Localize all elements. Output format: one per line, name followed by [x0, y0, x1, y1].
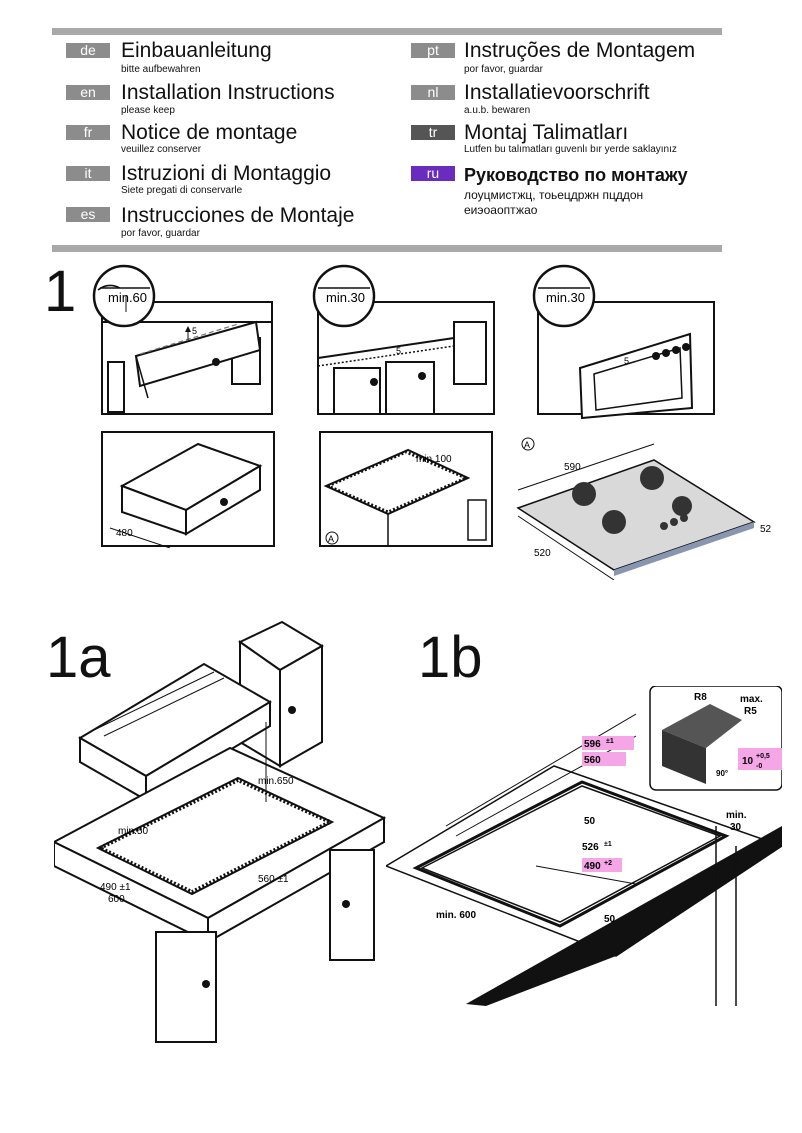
dim-50-bottom-label: 50 — [604, 914, 616, 925]
dim-596-tol: ±1 — [606, 738, 614, 745]
depth-tolerance-sup: +0,5 — [756, 753, 770, 760]
min-600-label: min. 600 — [436, 910, 476, 921]
figure-1-panel-a: 5 min.60 — [92, 264, 273, 415]
lang-title-es: Instrucciones de Montaje — [121, 204, 355, 227]
hood-clearance-label: min.650 — [258, 776, 294, 787]
lang-title-fr: Notice de montage — [121, 121, 298, 144]
hob-width-label: 590 — [564, 462, 581, 473]
header-bottom-rule — [52, 245, 722, 252]
figure-1-number: 1 — [44, 259, 77, 324]
max-radius-label-a: max. — [740, 694, 763, 705]
lang-title-en: Installation Instructions — [121, 81, 335, 104]
dim-50-top-label: 50 — [584, 816, 596, 827]
cutout-width-label: 560 ±1 — [258, 874, 289, 885]
dim-596-label: 596 — [584, 739, 601, 750]
lang-subtitle-tr: Lutfen bu talımatları guvenlı bır yerde … — [464, 144, 677, 155]
panel-a-circle-label: min.60 — [108, 290, 147, 305]
lang-tag-tr: tr — [411, 125, 455, 140]
panel-b-gap-label: 5 — [396, 346, 401, 356]
drawer-depth-label: 480 — [116, 528, 133, 539]
figure-1a-drawing: min.650 min.50 560 ±1 490 ±1 600 — [54, 620, 387, 1043]
depth-tolerance-label: 10 — [742, 756, 754, 767]
lang-title-nl: Installatievoorschrift — [464, 81, 650, 104]
lang-tag-en: en — [66, 85, 110, 100]
panel-a-gap-label: 5 — [192, 326, 197, 336]
panel-b-circle-label: min.30 — [326, 290, 365, 305]
lang-subtitle-pt: por favor, guardar — [464, 64, 543, 75]
lang-subtitle-de: bitte aufbewahren — [121, 64, 201, 75]
lang-title-tr: Montaj Talimatları — [464, 121, 629, 144]
lang-tag-it: it — [66, 166, 110, 181]
min-30-label-b: 30 — [730, 822, 742, 833]
lang-subtitle-ru: лоуцмистжц, тоьецдржн пцддон еиэоаоптжао — [464, 188, 644, 217]
hob-marker: A — [524, 440, 530, 450]
lang-subtitle-en: please keep — [121, 105, 175, 116]
lang-title-de: Einbauanleitung — [121, 39, 272, 62]
figure-1-drawer: 480 — [101, 431, 275, 548]
lang-subtitle-it: Siete pregati di conservarle — [121, 185, 243, 196]
lang-tag-nl: nl — [411, 85, 455, 100]
dim-490-tol: +2 — [604, 860, 612, 867]
dim-526-tol: ±1 — [604, 841, 612, 848]
lang-tag-fr: fr — [66, 125, 110, 140]
depth-tolerance-sub: -0 — [756, 763, 762, 770]
panel-c-circle-label: min.30 — [546, 290, 585, 305]
lang-tag-es: es — [66, 207, 110, 222]
cutout-min-label: min.100 — [416, 454, 452, 465]
figure-1-panel-b: 5 min.30 — [312, 264, 495, 415]
lang-title-ru: Руководство по монтажу — [464, 165, 688, 185]
dim-526-label: 526 — [582, 842, 599, 853]
lang-title-it: Istruzioni di Montaggio — [121, 162, 332, 185]
figure-1-hob: A 590 520 52 — [516, 437, 772, 580]
min-30-label-a: min. — [726, 810, 747, 821]
figure-1-panel-c: 5 min.30 — [532, 264, 715, 420]
lang-tag-pt: pt — [411, 43, 455, 58]
max-radius-label-b: R5 — [744, 706, 757, 717]
corner-radius-label: R8 — [694, 692, 707, 703]
lang-subtitle-fr: veuillez conserver — [121, 144, 202, 155]
dim-560-label: 560 — [584, 755, 601, 766]
edge-min-label: min.50 — [118, 826, 148, 837]
corner-angle-label: 90° — [716, 769, 728, 778]
figure-1a-number: 1a — [46, 625, 111, 690]
header-top-rule — [52, 28, 722, 35]
lang-subtitle-nl: a.u.b. bewaren — [464, 105, 531, 116]
cutout-marker: A — [328, 534, 334, 544]
figure-1b-drawing: R8 max. R5 10 +0,5 -0 90° 596 ±1 560 50 … — [386, 686, 782, 1006]
lang-title-pt: Instruções de Montagem — [464, 39, 696, 62]
dim-490-label: 490 — [584, 861, 601, 872]
figure-1b-number: 1b — [418, 625, 483, 690]
lang-subtitle-es: por favor, guardar — [121, 228, 200, 239]
lang-tag-de: de — [66, 43, 110, 58]
hob-depth-label: 520 — [534, 548, 551, 559]
figure-1-cutout: min.100 A — [319, 431, 493, 547]
panel-c-gap-label: 5 — [624, 356, 629, 366]
hob-height-label: 52 — [760, 524, 772, 535]
cutout-depth-label: 490 ±1 — [100, 882, 131, 893]
lang-tag-ru: ru — [411, 166, 455, 181]
worktop-depth-label: 600 — [108, 894, 125, 905]
